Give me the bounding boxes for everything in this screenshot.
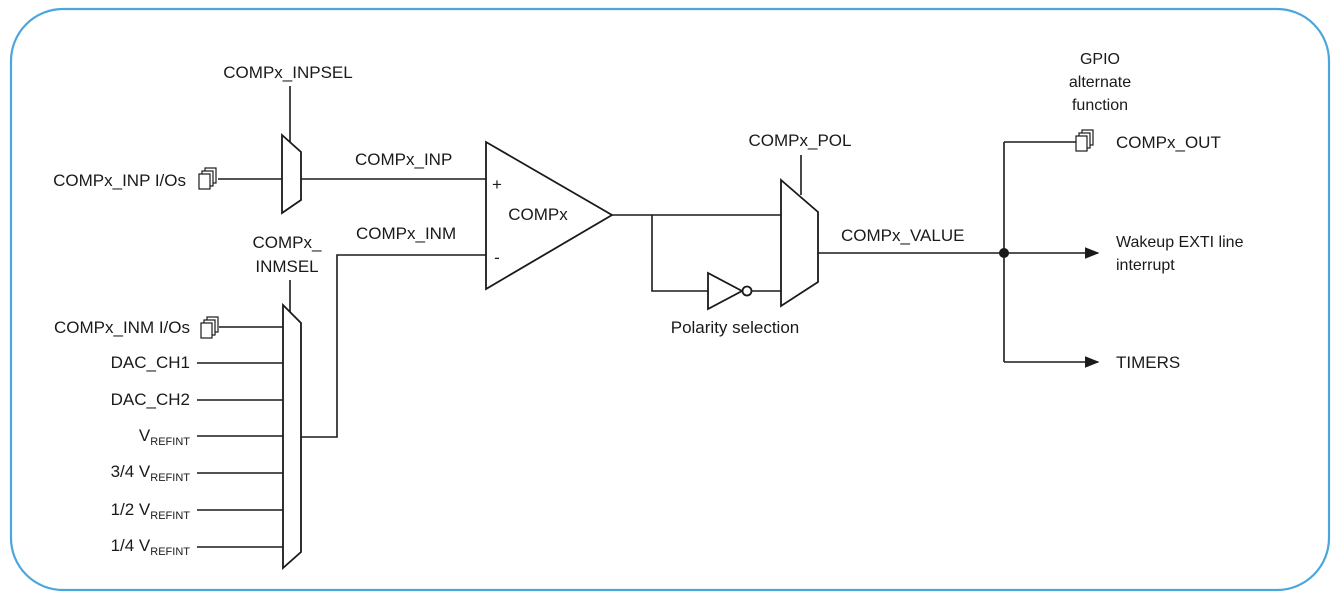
inm-pin-icon: [200, 316, 219, 339]
gpio-label-line1: GPIO: [1080, 51, 1120, 68]
inverter-buffer: [707, 271, 744, 311]
inverter-bubble: [741, 285, 753, 297]
wakeup-label-line1: Wakeup EXTI line: [1116, 234, 1244, 251]
polarity-label: Polarity selection: [671, 318, 800, 337]
inp-pin-icon: [198, 167, 217, 190]
inp-ios-label: COMPx_INP I/Os: [53, 171, 186, 190]
inpsel-mux: [281, 132, 302, 215]
inm-input-5: 1/2 VREFINT: [111, 500, 191, 522]
gpio-label-line3: function: [1072, 97, 1128, 114]
out-pin-icon: [1075, 129, 1094, 152]
inmsel-mux: [282, 302, 302, 571]
inm-input-6: 1/4 VREFINT: [111, 536, 191, 558]
inm-input-1: DAC_CH1: [111, 353, 190, 372]
value-label: COMPx_VALUE: [841, 226, 964, 245]
comparator-plus: +: [492, 175, 502, 194]
inm-input-4: 3/4 VREFINT: [111, 462, 191, 484]
inm-input-3: VREFINT: [139, 426, 190, 448]
out-label: COMPx_OUT: [1116, 133, 1221, 152]
timers-label: TIMERS: [1116, 353, 1180, 372]
inm-net-label: COMPx_INM: [356, 224, 456, 243]
inmsel-label-line2: INMSEL: [255, 257, 318, 276]
comparator-symbol: [485, 140, 614, 291]
comparator-label: COMPx: [508, 205, 568, 224]
inmsel-label-line1: COMPx_: [253, 233, 323, 252]
diagram-frame: [9, 7, 1331, 592]
inp-net-label: COMPx_INP: [355, 150, 452, 169]
wakeup-label-line2: interrupt: [1116, 257, 1175, 274]
comparator-minus: -: [494, 248, 500, 267]
polarity-mux: [780, 178, 819, 308]
pol-label: COMPx_POL: [749, 131, 852, 150]
gpio-label-line2: alternate: [1069, 74, 1131, 91]
inm-input-0: COMPx_INM I/Os: [54, 318, 190, 337]
inpsel-label: COMPx_INPSEL: [223, 63, 352, 82]
inm-input-2: DAC_CH2: [111, 390, 190, 409]
